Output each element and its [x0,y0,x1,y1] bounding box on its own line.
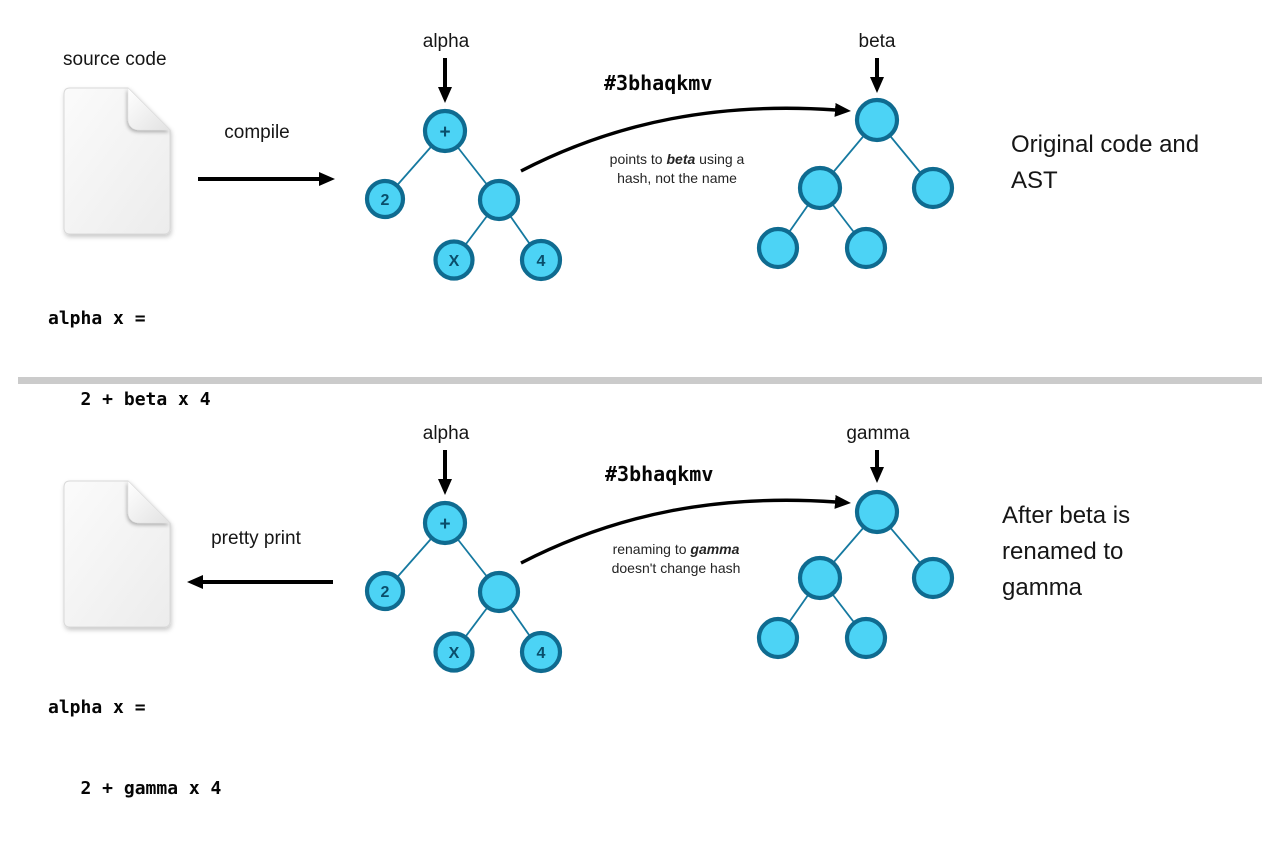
ast-node-x [433,239,475,281]
note-emphasis: beta [666,151,696,167]
code-line: 2 + gamma x 4 [48,778,222,799]
ast-node-label: 2 [381,584,390,601]
hash-reference-arrow-bottom [520,494,851,565]
document-page [63,480,171,628]
ast-node-hash-ref [477,178,521,222]
ast-node-2 [364,570,406,612]
section-divider [18,377,1262,384]
ast-node [756,226,800,270]
hash-note-top: points to beta using a hash, not the nam… [593,150,761,188]
ast-node [797,165,843,211]
caption-line: gamma [1002,574,1083,601]
document-fold-corner [127,87,171,131]
ast-node-plus [422,108,468,154]
source-code-text: alpha x = 2 + beta x 4 [48,251,211,467]
ast-node [911,166,955,210]
ast-node-label: X [449,645,460,662]
diagram-stage: + 2 X 4 [18,31,1262,799]
ast-node [854,97,900,143]
ast-node-label: 4 [537,253,546,270]
ast-node [844,226,888,270]
alpha-tree-label-bottom: alpha [422,423,470,444]
beta-tree-label: beta [858,31,896,52]
hash-reference-arrow-top [520,102,851,173]
note-text: doesn't change hash [611,560,741,576]
code-line: 2 + beta x 4 [48,389,211,410]
ast-node [911,556,955,600]
note-text: using a hash, not the name [617,151,745,186]
source-code-label: source code [63,49,167,70]
ast-node [756,616,800,660]
ast-node-label: + [439,514,450,535]
note-text: points to [609,151,667,167]
caption-line: After beta is [1002,502,1131,529]
ast-node-4 [519,238,563,282]
ast-node-x [433,631,475,673]
output-code-text: alpha x = 2 + gamma x 4 [48,640,221,856]
hash-label-top: #3bhaqkmv [604,71,713,95]
ast-node-hash-ref [477,570,521,614]
code-line: alpha x = [48,697,146,718]
code-line: alpha x = [48,308,146,329]
ast-node [854,489,900,535]
note-emphasis: gamma [690,541,740,557]
source-file-icon-top [63,87,171,235]
caption-line: AST [1011,167,1058,194]
note-text: renaming to [612,541,691,557]
caption-top: Original code and AST [1011,127,1199,199]
ast-node-label: X [449,253,460,270]
ast-node-plus [422,500,468,546]
diagram-canvas: + 2 X 4 [63,58,955,674]
caption-bottom: After beta is renamed to gamma [1002,498,1130,606]
alpha-tree-label-top: alpha [422,31,470,52]
hash-note-bottom: renaming to gamma doesn't change hash [592,540,760,578]
document-page [63,87,171,235]
document-fold-corner [127,480,171,524]
compile-label: compile [224,122,290,143]
ast-node-label: + [439,122,450,143]
caption-line: Original code and [1011,131,1200,158]
alpha-ast-top: + 2 X 4 [364,108,563,282]
source-file-icon-bottom [63,480,171,628]
ast-node-label: 4 [537,645,546,662]
hash-label-bottom: #3bhaqkmv [605,462,714,486]
ast-node-4 [519,630,563,674]
gamma-ast [756,489,955,660]
ast-node [844,616,888,660]
alpha-ast-bottom: + 2 X 4 [364,500,563,674]
pretty-print-label: pretty print [211,528,301,549]
caption-line: renamed to [1002,538,1124,565]
ast-node [797,555,843,601]
beta-ast [756,97,955,270]
gamma-tree-label: gamma [846,423,910,444]
ast-node-label: 2 [381,192,390,209]
ast-node-2 [364,178,406,220]
